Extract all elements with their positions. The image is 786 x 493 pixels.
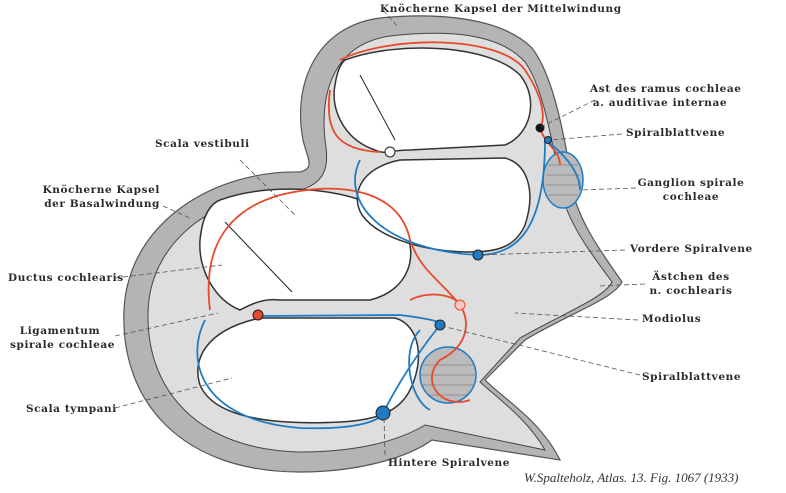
label-spiralblattvene-upper: Spiralblattvene <box>626 127 726 139</box>
label-line: a. auditivae internae <box>592 97 728 109</box>
label-kapsel-mittelwindung: Knöcherne Kapsel der Mittelwindung <box>380 3 622 15</box>
artery-node <box>252 309 264 321</box>
label-line: n. cochlearis <box>649 285 733 297</box>
ganglion-upper <box>542 151 584 209</box>
artery-node <box>535 123 545 133</box>
label-line: Ganglion spirale <box>637 177 745 189</box>
label-ast-ramus-cochleae: Ast des ramus cochleae a. auditivae inter… <box>590 82 742 110</box>
label-line: Knöcherne Kapsel <box>42 184 160 196</box>
label-line: Ligamentum <box>19 325 101 337</box>
label-ductus-cochlearis: Ductus cochlearis <box>8 272 124 284</box>
spiral-lamina <box>384 146 396 158</box>
vein-node <box>472 249 484 261</box>
scala-vestibuli-basal <box>199 188 412 311</box>
label-hintere-spiralvene: Hintere Spiralvene <box>388 457 511 469</box>
artery-vessel <box>207 41 544 403</box>
label-scala-tympani: Scala tympani <box>26 403 117 415</box>
figure-caption: W.Spalteholz, Atlas. 13. Fig. 1067 (1933… <box>524 470 739 485</box>
label-vordere-spiralvene: Vordere Spiralvene <box>630 243 753 255</box>
label-kapsel-basalwindung: Knöcherne Kapsel der Basalwindung <box>40 183 160 211</box>
upper-turn-scala <box>333 47 532 153</box>
label-modiolus: Modiolus <box>642 313 702 325</box>
label-line: spirale cochleae <box>10 339 116 351</box>
label-ganglion-spirale: Ganglion spirale cochleae <box>636 176 746 204</box>
vein-node <box>375 405 391 421</box>
label-line: Ast des ramus cochleae <box>590 83 742 95</box>
vein-node <box>434 319 446 331</box>
label-scala-vestibuli: Scala vestibuli <box>155 138 250 150</box>
label-line: cochleae <box>662 191 720 203</box>
label-aestchen-cochlearis: Ästchen des n. cochlearis <box>646 270 736 298</box>
leader-lines <box>114 9 646 456</box>
label-spiralblattvene-lower: Spiralblattvene <box>642 371 742 383</box>
label-line: der Basalwindung <box>44 198 160 210</box>
vein-node <box>544 136 552 144</box>
label-line: Ästchen des <box>652 271 730 283</box>
lower-turn-scala <box>356 157 531 253</box>
label-ligamentum-spirale: Ligamentum spirale cochleae <box>10 324 116 352</box>
artery-node <box>454 299 466 311</box>
